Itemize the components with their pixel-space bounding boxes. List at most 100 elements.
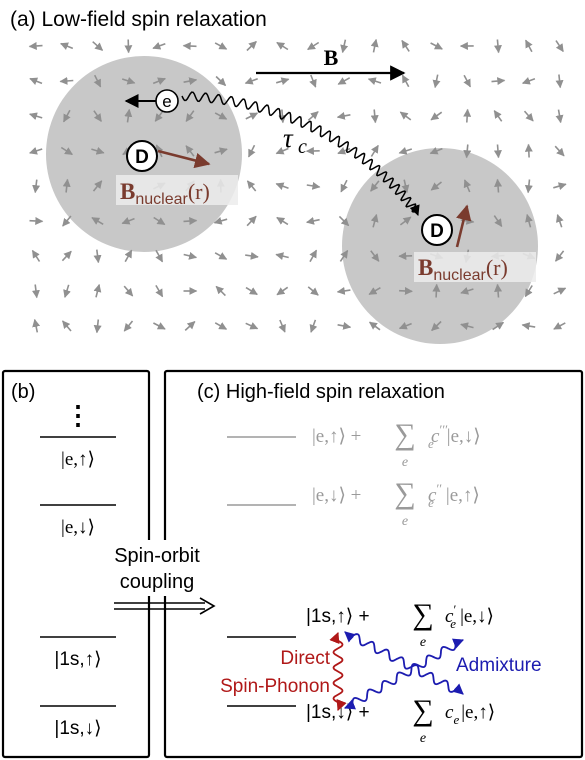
nuclear-spin-arrow (155, 249, 164, 263)
nuclear-spin-arrow (214, 112, 228, 120)
state-e-up-coef: c′′′e|e,↓⟩ (428, 422, 481, 451)
nuclear-spin-arrow (123, 320, 134, 332)
level-1s-down-label: |1s,↓⟩ (54, 718, 101, 739)
nuclear-spin-arrow (340, 179, 348, 193)
nuclear-spin-arrow (276, 216, 289, 226)
nuclear-spin-arrow (463, 179, 472, 193)
nuclear-spin-arrow (370, 250, 380, 262)
nuclear-spin-arrow (524, 179, 533, 194)
nuclear-spin-arrow (524, 285, 533, 298)
nuclear-spin-arrow (399, 286, 413, 295)
nuclear-spin-arrow (185, 110, 195, 122)
state-1s-down-coef: ce|e,↑⟩ (445, 702, 495, 727)
nuclear-spin-arrow (32, 318, 41, 333)
nuclear-spin-arrow (61, 250, 72, 262)
nuclear-field-left-arrow (157, 149, 211, 169)
nuclear-spin-arrow (370, 144, 379, 157)
state-1s-up-sum: ∑ (412, 598, 433, 631)
nuclear-spin-arrow (92, 180, 103, 192)
nuclear-spin-arrow (60, 42, 74, 50)
state-1s-down-index: e (420, 731, 426, 746)
nuclear-spin-arrow (121, 76, 136, 85)
nuclear-spin-arrow (463, 144, 472, 159)
nuclear-spin-arrow (91, 146, 105, 155)
state-e-up-index: e (402, 455, 408, 470)
nuclear-spin-arrow (244, 76, 258, 85)
nuclear-spin-arrow (59, 76, 74, 85)
nuclear-spin-arrow (429, 147, 443, 155)
state-e-down-coef: c′′e|e,↑⟩ (428, 481, 480, 510)
nuclear-spin-arrow (554, 250, 565, 262)
nuclear-spin-arrow (493, 39, 502, 54)
level-1s-up-label: |1s,↑⟩ (54, 649, 101, 670)
nuclear-spin-arrow (338, 215, 350, 227)
nuclear-spin-arrow (463, 74, 472, 88)
nuclear-spin-arrow (370, 109, 379, 124)
nuclear-field-right-arrow (455, 204, 472, 248)
nuclear-spin-arrow (93, 74, 102, 88)
nuclear-spin-arrow (553, 322, 566, 330)
nuclear-spin-arrow (275, 147, 289, 155)
nuclear-spin-arrow (245, 251, 259, 260)
panel-c: (c) High-field spin relaxation |e,↑⟩ + ∑… (163, 369, 584, 759)
state-1s-up-index: e (420, 635, 426, 650)
state-1s-up-ket: |1s,↑⟩ + (306, 606, 370, 627)
nuclear-spin-arrow (307, 41, 320, 51)
nuclear-spin-arrow (245, 286, 258, 296)
state-e-down-ket: |e,↓⟩ + (312, 485, 361, 506)
nuclear-spin-arrow (278, 319, 286, 333)
nuclear-spin-arrow (214, 42, 228, 50)
nuclear-spin-arrow (28, 41, 43, 50)
nuclear-spin-arrow (555, 40, 564, 53)
nuclear-spin-arrow (307, 111, 319, 121)
nuclear-spin-arrow (306, 181, 321, 190)
nuclear-spin-arrow (339, 249, 349, 262)
nuclear-spin-arrow (93, 283, 102, 298)
nuclear-label-left: Bnuclear(r) (120, 179, 210, 208)
nuclear-spin-arrow (337, 321, 352, 330)
nuclear-spin-arrow (399, 111, 412, 121)
nuclear-spin-arrow (62, 178, 71, 193)
nuclear-spin-arrow (215, 75, 227, 87)
nuclear-spin-arrow (430, 181, 442, 191)
electron-label: e (162, 92, 171, 111)
nuclear-spin-arrow (214, 147, 228, 156)
state-e-down: |e,↓⟩ + ∑ e c′′e|e,↑⟩ (312, 477, 480, 529)
nuclear-spin-arrow (155, 284, 164, 298)
nuclear-spin-arrow (276, 286, 289, 296)
state-e-up: |e,↑⟩ + ∑ e c′′′e|e,↓⟩ (312, 418, 481, 470)
panel-a: (a) Low-field spin relaxation B e τ c D … (10, 8, 567, 344)
nuclear-spin-arrow (61, 320, 72, 332)
nuclear-spin-arrow (62, 215, 72, 227)
nuclear-spin-arrow (491, 77, 506, 86)
nuclear-spin-arrow (153, 216, 166, 226)
level-e-down-label: |e,↓⟩ (61, 517, 95, 538)
nuclear-spin-arrow (367, 77, 382, 86)
nuclear-spin-arrow (368, 321, 381, 331)
donor-left-label: D (135, 147, 149, 168)
nuclear-spin-arrow (245, 112, 259, 120)
nuclear-spin-arrow (29, 216, 44, 225)
panel-c-frame (163, 369, 584, 759)
nuclear-spin-arrow (29, 146, 43, 155)
nuclear-spin-arrow (401, 74, 410, 88)
nuclear-spin-arrow (121, 217, 135, 225)
nuclear-spin-arrow (336, 286, 351, 295)
panel-b: (b) ⋮ |e,↑⟩ |e,↓⟩ |1s,↑⟩ |1s,↓⟩ (1, 369, 151, 759)
nuclear-spin-arrow (183, 217, 198, 226)
state-e-down-index: e (402, 514, 408, 529)
nuclear-spin-arrow (214, 252, 228, 260)
nuclear-spin-arrow (553, 182, 567, 191)
nuclear-spin-arrow (337, 77, 351, 85)
nuclear-spin-arrow (525, 213, 533, 228)
nuclear-spin-arrow (401, 179, 410, 194)
admixture-arrow-down (344, 631, 464, 695)
nuclear-spin-arrow (60, 146, 73, 156)
nuclear-sub-right: nuclear (433, 267, 486, 284)
nuclear-spin-arrow (124, 249, 133, 263)
nuclear-spin-arrow (278, 109, 287, 124)
nuclear-spin-arrow (337, 147, 351, 155)
nuclear-spin-arrow (183, 77, 198, 86)
nuclear-spin-arrow (340, 39, 349, 54)
state-e-up-sum: ∑ (394, 418, 415, 451)
